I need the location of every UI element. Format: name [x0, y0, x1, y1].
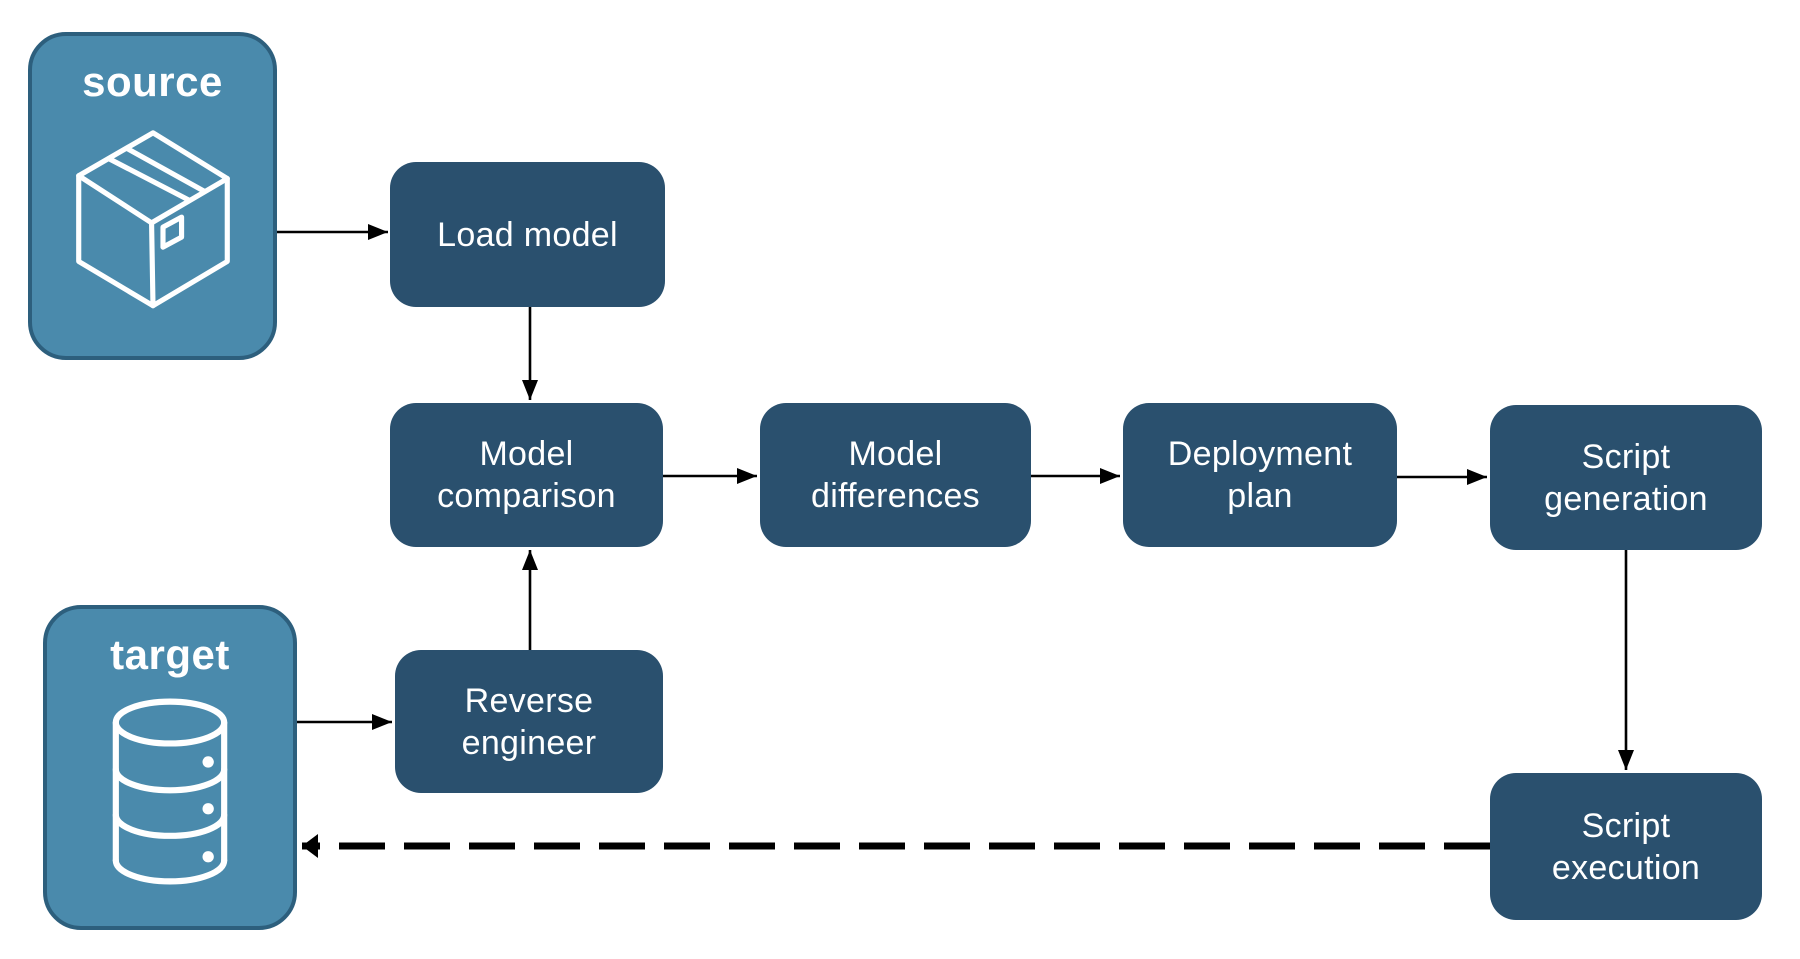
node-model-differences-label: Model differences — [810, 435, 980, 515]
node-load-model: Load model — [390, 162, 665, 307]
node-load-model-label: Load model — [437, 215, 618, 254]
node-script-execution-label: Script execution — [1551, 806, 1701, 887]
entity-target-label: target — [110, 631, 230, 678]
node-reverse-engineer-label: Reverse engineer — [461, 681, 597, 762]
package-icon — [65, 120, 241, 320]
node-deployment-plan-label: Deployment plan — [1167, 435, 1353, 515]
database-icon — [96, 693, 244, 890]
node-deployment-plan: Deployment plan — [1123, 403, 1397, 547]
node-model-differences: Model differences — [760, 403, 1031, 547]
node-reverse-engineer: Reverse engineer — [395, 650, 663, 793]
node-script-execution: Script execution — [1490, 773, 1762, 920]
node-script-generation: Script generation — [1490, 405, 1762, 550]
entity-source-label: source — [82, 58, 223, 105]
node-model-comparison: Model comparison — [390, 403, 663, 547]
node-model-comparison-label: Model comparison — [437, 435, 616, 515]
entity-source: source — [28, 32, 277, 360]
entity-target: target — [43, 605, 297, 930]
node-script-generation-label: Script generation — [1544, 437, 1708, 518]
